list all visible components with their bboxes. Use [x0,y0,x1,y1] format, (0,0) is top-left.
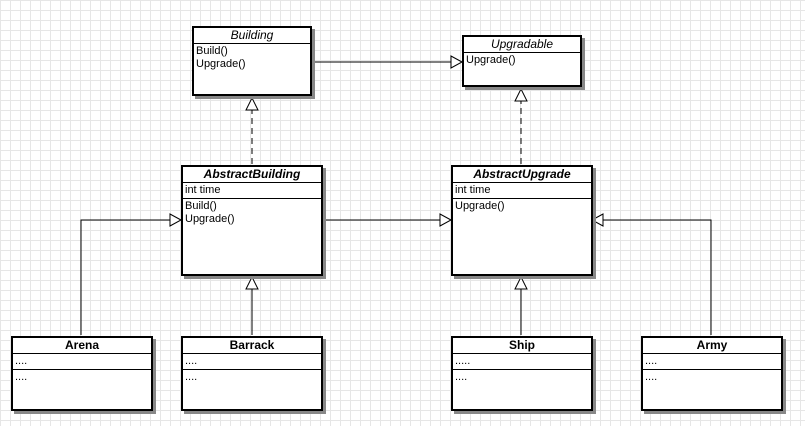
operation: Upgrade() [455,200,505,212]
class-title: Ship [453,338,591,354]
class-title: Building [194,28,310,44]
edge-arena-abstractbuilding [80,219,170,335]
arrowhead-abstractupgrade-right [590,213,604,227]
operations-section: .... [183,370,321,409]
operation: .... [15,371,28,383]
arrowhead-upgradable-top [514,87,528,102]
arrowhead-abstractupgrade-bottom [514,275,528,290]
attribute: .... [185,355,198,367]
class-title: Army [643,338,781,354]
operations-section: .... [453,370,591,409]
operations-section: Upgrade() [464,53,580,85]
class-abstract-upgrade[interactable]: AbstractUpgrade int time Upgrade() [451,165,593,276]
class-title: Arena [13,338,151,354]
operation: Build() [196,45,228,57]
operation: Build() [185,200,217,212]
class-ship[interactable]: Ship ..... .... [451,336,593,411]
operation: Upgrade() [196,58,246,70]
edge-army-abstractupgrade [603,219,712,335]
arrowhead-abstractbuilding-bottom [245,275,259,290]
class-barrack[interactable]: Barrack .... .... [181,336,323,411]
class-title: AbstractBuilding [183,167,321,183]
attributes-section: ..... [453,354,591,370]
operations-section: Upgrade() [453,199,591,274]
arrowhead-upgradable [450,55,464,69]
class-abstract-building[interactable]: AbstractBuilding int time Build() Upgrad… [181,165,323,276]
attribute: int time [185,184,221,196]
arrowhead-abstractbuilding-left [169,213,183,227]
attributes-section: int time [183,183,321,199]
attribute: .... [645,355,658,367]
attributes-section: .... [13,354,151,370]
operation: Upgrade() [466,54,516,66]
arrowhead-abstractupgrade-left [439,213,453,227]
operation: .... [455,371,468,383]
operations-section: .... [643,370,781,409]
class-building[interactable]: Building Build() Upgrade() [192,26,312,96]
operations-section: Build() Upgrade() [183,199,321,274]
class-arena[interactable]: Arena .... .... [11,336,153,411]
operation: .... [185,371,198,383]
attribute: int time [455,184,491,196]
attributes-section: int time [453,183,591,199]
operation: Upgrade() [185,213,235,225]
class-title: Upgradable [464,37,580,53]
attributes-section: .... [183,354,321,370]
class-upgradable[interactable]: Upgradable Upgrade() [462,35,582,87]
operations-section: Build() Upgrade() [194,44,310,94]
attribute: ..... [455,355,471,367]
operation: .... [645,371,658,383]
class-title: AbstractUpgrade [453,167,591,183]
attributes-section: .... [643,354,781,370]
class-army[interactable]: Army .... .... [641,336,783,411]
attribute: .... [15,355,28,367]
class-title: Barrack [183,338,321,354]
arrowhead-building [245,96,259,111]
operations-section: .... [13,370,151,409]
